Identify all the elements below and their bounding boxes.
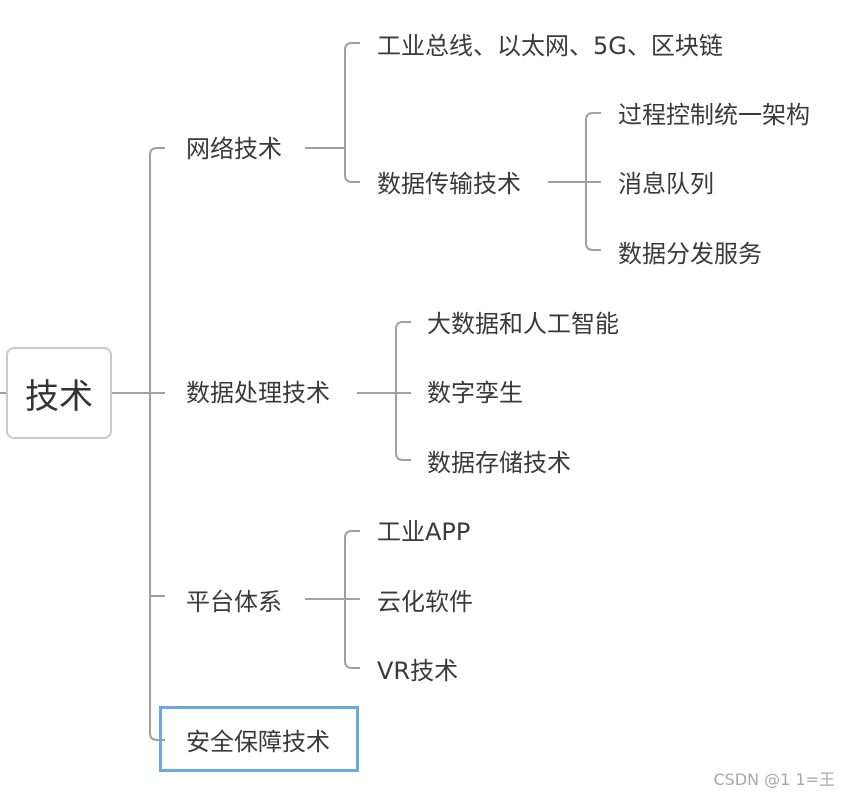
node-message-queue[interactable]: 消息队列 (618, 170, 714, 198)
node-platform[interactable]: 平台体系 (186, 588, 282, 616)
node-industrial-app[interactable]: 工业APP (377, 518, 471, 546)
node-dds[interactable]: 数据分发服务 (618, 240, 762, 268)
root-label: 技术 (25, 376, 93, 417)
node-opc-ua[interactable]: 过程控制统一架构 (618, 101, 810, 129)
node-digital-twin[interactable]: 数字孪生 (427, 379, 523, 407)
node-cloud-software[interactable]: 云化软件 (377, 588, 473, 616)
node-data-storage[interactable]: 数据存储技术 (427, 449, 571, 477)
node-bus[interactable]: 工业总线、以太网、5G、区块链 (377, 32, 723, 60)
node-security[interactable]: 安全保障技术 (186, 728, 330, 756)
node-bigdata-ai[interactable]: 大数据和人工智能 (427, 310, 619, 338)
node-processing[interactable]: 数据处理技术 (186, 379, 330, 407)
watermark: CSDN @1 1=王 (713, 770, 835, 789)
root-node[interactable]: 技术 (6, 347, 112, 439)
node-network[interactable]: 网络技术 (186, 135, 282, 163)
selection-highlight (159, 706, 359, 772)
node-transfer[interactable]: 数据传输技术 (377, 170, 521, 198)
node-vr[interactable]: VR技术 (377, 657, 459, 685)
